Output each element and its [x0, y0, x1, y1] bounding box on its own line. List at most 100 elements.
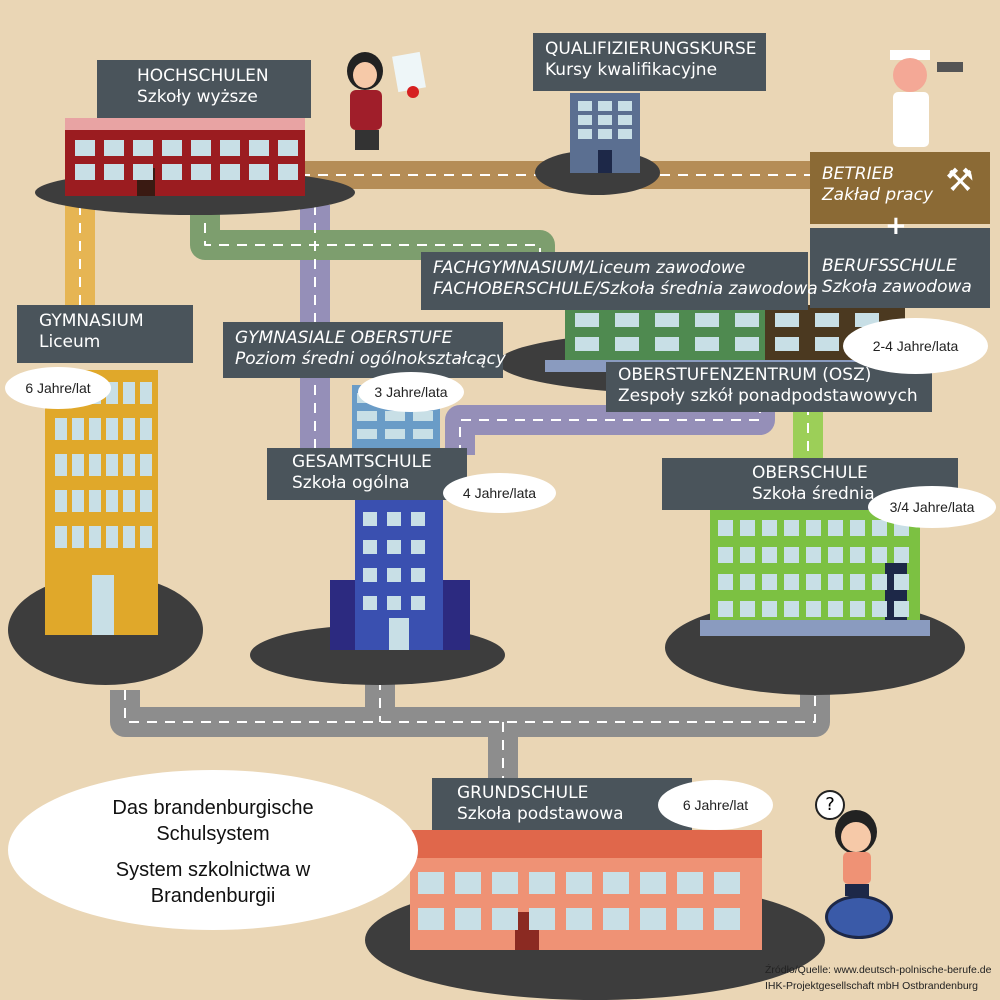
oberstufe-de: GYMNASIALE OBERSTUFE [235, 328, 453, 348]
window [363, 512, 377, 526]
window [220, 140, 240, 156]
betrieb-pl: Zakład pracy [822, 185, 934, 205]
window [575, 313, 599, 327]
fach-line1: FACHGYMNASIUM/Liceum zawodowe [433, 258, 746, 278]
window [575, 337, 599, 351]
window [418, 908, 444, 930]
building-hochschulen [65, 118, 305, 196]
window [872, 547, 887, 563]
window [72, 454, 84, 476]
window [492, 908, 518, 930]
window [815, 337, 839, 351]
window [695, 313, 719, 327]
window [387, 512, 401, 526]
window [640, 908, 666, 930]
window [655, 337, 679, 351]
window [89, 490, 101, 512]
window [618, 101, 632, 111]
window [784, 574, 799, 590]
window [123, 526, 135, 548]
window [385, 411, 405, 421]
window [784, 547, 799, 563]
duration-osz: 2-4 Jahre/lata [843, 318, 988, 374]
window [104, 140, 124, 156]
source-text: Źródło/Quelle: www.deutsch-polnische-ber… [765, 962, 991, 994]
window [566, 872, 592, 894]
window [363, 568, 377, 582]
window [55, 490, 67, 512]
window [695, 337, 719, 351]
question-bubble: ? [815, 790, 845, 820]
window [850, 601, 865, 617]
window [249, 140, 269, 156]
gymnasium-pl: Liceum [39, 332, 101, 352]
window [357, 429, 377, 439]
window [413, 429, 433, 439]
window [784, 601, 799, 617]
hochschulen-de: HOCHSCHULEN [137, 66, 269, 86]
window [529, 908, 555, 930]
window [740, 547, 755, 563]
window [140, 418, 152, 440]
window [762, 520, 777, 536]
window [806, 547, 821, 563]
window [413, 411, 433, 421]
window [55, 418, 67, 440]
window [740, 601, 755, 617]
osz-de: OBERSTUFENZENTRUM (OSZ) [618, 365, 872, 385]
window [735, 313, 759, 327]
graduate-character [345, 51, 435, 157]
window [762, 547, 777, 563]
duration-grundschule: 6 Jahre/lat [658, 780, 773, 830]
duration-oberschule: 3/4 Jahre/lata [868, 486, 996, 528]
window [72, 418, 84, 440]
window [640, 872, 666, 894]
window [806, 601, 821, 617]
label-osz[interactable]: OBERSTUFENZENTRUM (OSZ)Zespoły szkół pon… [606, 362, 932, 412]
window [55, 526, 67, 548]
window [718, 547, 733, 563]
window [387, 596, 401, 610]
window [529, 872, 555, 894]
window [106, 490, 118, 512]
oberschule-de: OBERSCHULE [752, 463, 868, 483]
window [411, 568, 425, 582]
window [872, 601, 887, 617]
window [718, 601, 733, 617]
window [850, 574, 865, 590]
source-line1: Źródło/Quelle: www.deutsch-polnische-ber… [765, 964, 992, 976]
osz-pl: Zespoły szkół ponadpodstawowych [618, 386, 918, 406]
grundschule-pl: Szkoła podstawowa [457, 804, 624, 824]
source-line2: IHK-Projektgesellschaft mbH Ostbrandenbu… [765, 980, 979, 992]
title-pl: System szkolnictwa w Brandenburgii [115, 859, 311, 907]
window [363, 540, 377, 554]
window [655, 313, 679, 327]
qualifizierung-de: QUALIFIZIERUNGSKURSE [545, 39, 757, 59]
window [140, 490, 152, 512]
berufsschule-de: BERUFSSCHULE [822, 256, 957, 276]
window [872, 574, 887, 590]
window [140, 382, 152, 404]
duration-oberstufe: 3 Jahre/lata [358, 372, 464, 412]
tools-icon: ⚒ [945, 161, 974, 199]
window [387, 540, 401, 554]
compass-icon [825, 895, 893, 939]
window [220, 164, 240, 180]
window [106, 454, 118, 476]
window [357, 411, 377, 421]
window [123, 382, 135, 404]
window [191, 164, 211, 180]
window [714, 872, 740, 894]
window [72, 526, 84, 548]
window [762, 601, 777, 617]
